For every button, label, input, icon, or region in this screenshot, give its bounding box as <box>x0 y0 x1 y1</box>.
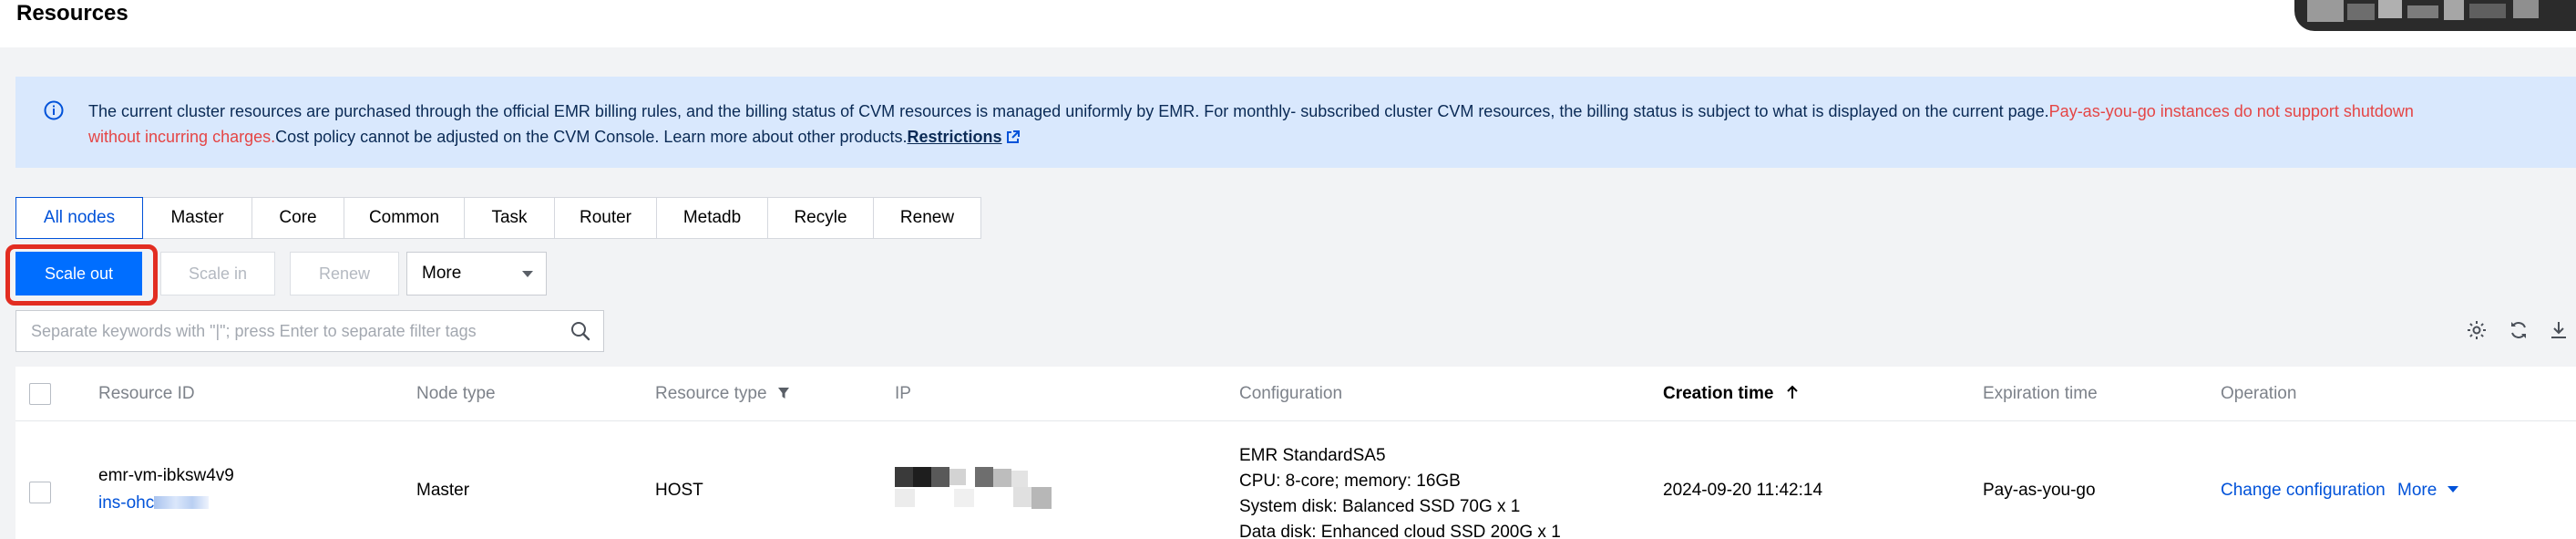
avatar[interactable] <box>2294 0 2576 31</box>
download-icon[interactable] <box>2548 319 2570 341</box>
search-icon[interactable] <box>570 321 590 341</box>
redacted-text <box>154 496 210 509</box>
sort-ascending-icon[interactable] <box>1786 385 1799 399</box>
refresh-icon[interactable] <box>2508 319 2530 341</box>
column-configuration: Configuration <box>1239 384 1343 403</box>
column-creation-time-label: Creation time <box>1663 384 1774 403</box>
notice-danger-text: Pay-as-you-go instances do not support s… <box>2048 102 2414 120</box>
column-ip: IP <box>895 384 911 403</box>
filter-icon[interactable] <box>777 387 790 399</box>
node-type-value: Master <box>416 481 470 500</box>
table-header: Resource ID Node type Resource type IP C… <box>15 367 2576 421</box>
config-model: EMR StandardSA5 <box>1239 446 1386 465</box>
column-expiration-time: Expiration time <box>1983 384 2098 403</box>
tab-task[interactable]: Task <box>464 197 555 239</box>
instance-id-text: ins-ohc <box>98 493 155 513</box>
column-resource-type[interactable]: Resource type <box>655 367 790 421</box>
creation-time-value: 2024-09-20 11:42:14 <box>1663 481 1823 500</box>
tab-recyle[interactable]: Recyle <box>767 197 874 239</box>
change-configuration-link[interactable]: Change configuration <box>2221 481 2386 500</box>
select-all-checkbox[interactable] <box>29 383 51 405</box>
tab-common[interactable]: Common <box>344 197 465 239</box>
billing-notice: The current cluster resources are purcha… <box>15 77 2576 168</box>
tab-renew[interactable]: Renew <box>873 197 981 239</box>
node-type-tabs: All nodes Master Core Common Task Router… <box>15 197 981 239</box>
external-link-icon[interactable] <box>1006 130 1020 144</box>
caret-down-icon <box>2447 486 2458 492</box>
column-node-type: Node type <box>416 384 496 403</box>
notice-danger-text-2: without incurring charges. <box>88 128 276 146</box>
column-resource-id: Resource ID <box>98 384 195 403</box>
more-actions-label: More <box>422 264 462 283</box>
tab-all-nodes[interactable]: All nodes <box>15 197 143 239</box>
tab-core[interactable]: Core <box>251 197 344 239</box>
column-creation-time[interactable]: Creation time <box>1663 367 1799 421</box>
resource-id: emr-vm-ibksw4v9 <box>98 466 234 485</box>
tab-router[interactable]: Router <box>554 197 657 239</box>
search-box <box>15 310 604 352</box>
more-actions-dropdown[interactable]: More <box>406 252 547 295</box>
column-resource-type-label: Resource type <box>655 384 767 403</box>
notice-tail-text: Cost policy cannot be adjusted on the CV… <box>275 128 908 146</box>
chevron-down-icon <box>522 271 533 277</box>
page-header: Resources <box>0 0 2576 47</box>
search-input[interactable] <box>31 311 559 351</box>
settings-icon[interactable] <box>2466 319 2488 341</box>
tab-metadb[interactable]: Metadb <box>656 197 768 239</box>
notice-main-text: The current cluster resources are purcha… <box>88 102 2049 120</box>
highlight-annotation <box>5 244 158 306</box>
row-more-dropdown[interactable]: More <box>2397 481 2458 501</box>
expiration-time-value: Pay-as-you-go <box>1983 481 2096 500</box>
info-icon <box>44 100 64 120</box>
instance-id-link[interactable]: ins-ohc <box>98 493 210 513</box>
config-system-disk: System disk: Balanced SSD 70G x 1 <box>1239 497 1521 516</box>
configuration-cell: EMR StandardSA5 CPU: 8-core; memory: 16G… <box>1239 443 1561 539</box>
scale-in-button[interactable]: Scale in <box>160 252 275 295</box>
page-title: Resources <box>16 1 128 26</box>
resource-type-value: HOST <box>655 481 703 500</box>
tab-master[interactable]: Master <box>142 197 252 239</box>
row-more-label: More <box>2397 481 2437 500</box>
config-cpu-memory: CPU: 8-core; memory: 16GB <box>1239 472 1461 491</box>
config-data-disk: Data disk: Enhanced cloud SSD 200G x 1 <box>1239 523 1561 539</box>
billing-notice-text: The current cluster resources are purcha… <box>88 98 2521 150</box>
column-operation: Operation <box>2221 384 2297 403</box>
restrictions-link[interactable]: Restrictions <box>907 128 1002 146</box>
row-checkbox[interactable] <box>29 482 51 503</box>
scale-out-button[interactable]: Scale out <box>15 252 142 295</box>
resource-table: Resource ID Node type Resource type IP C… <box>15 367 2576 539</box>
renew-button[interactable]: Renew <box>290 252 399 295</box>
